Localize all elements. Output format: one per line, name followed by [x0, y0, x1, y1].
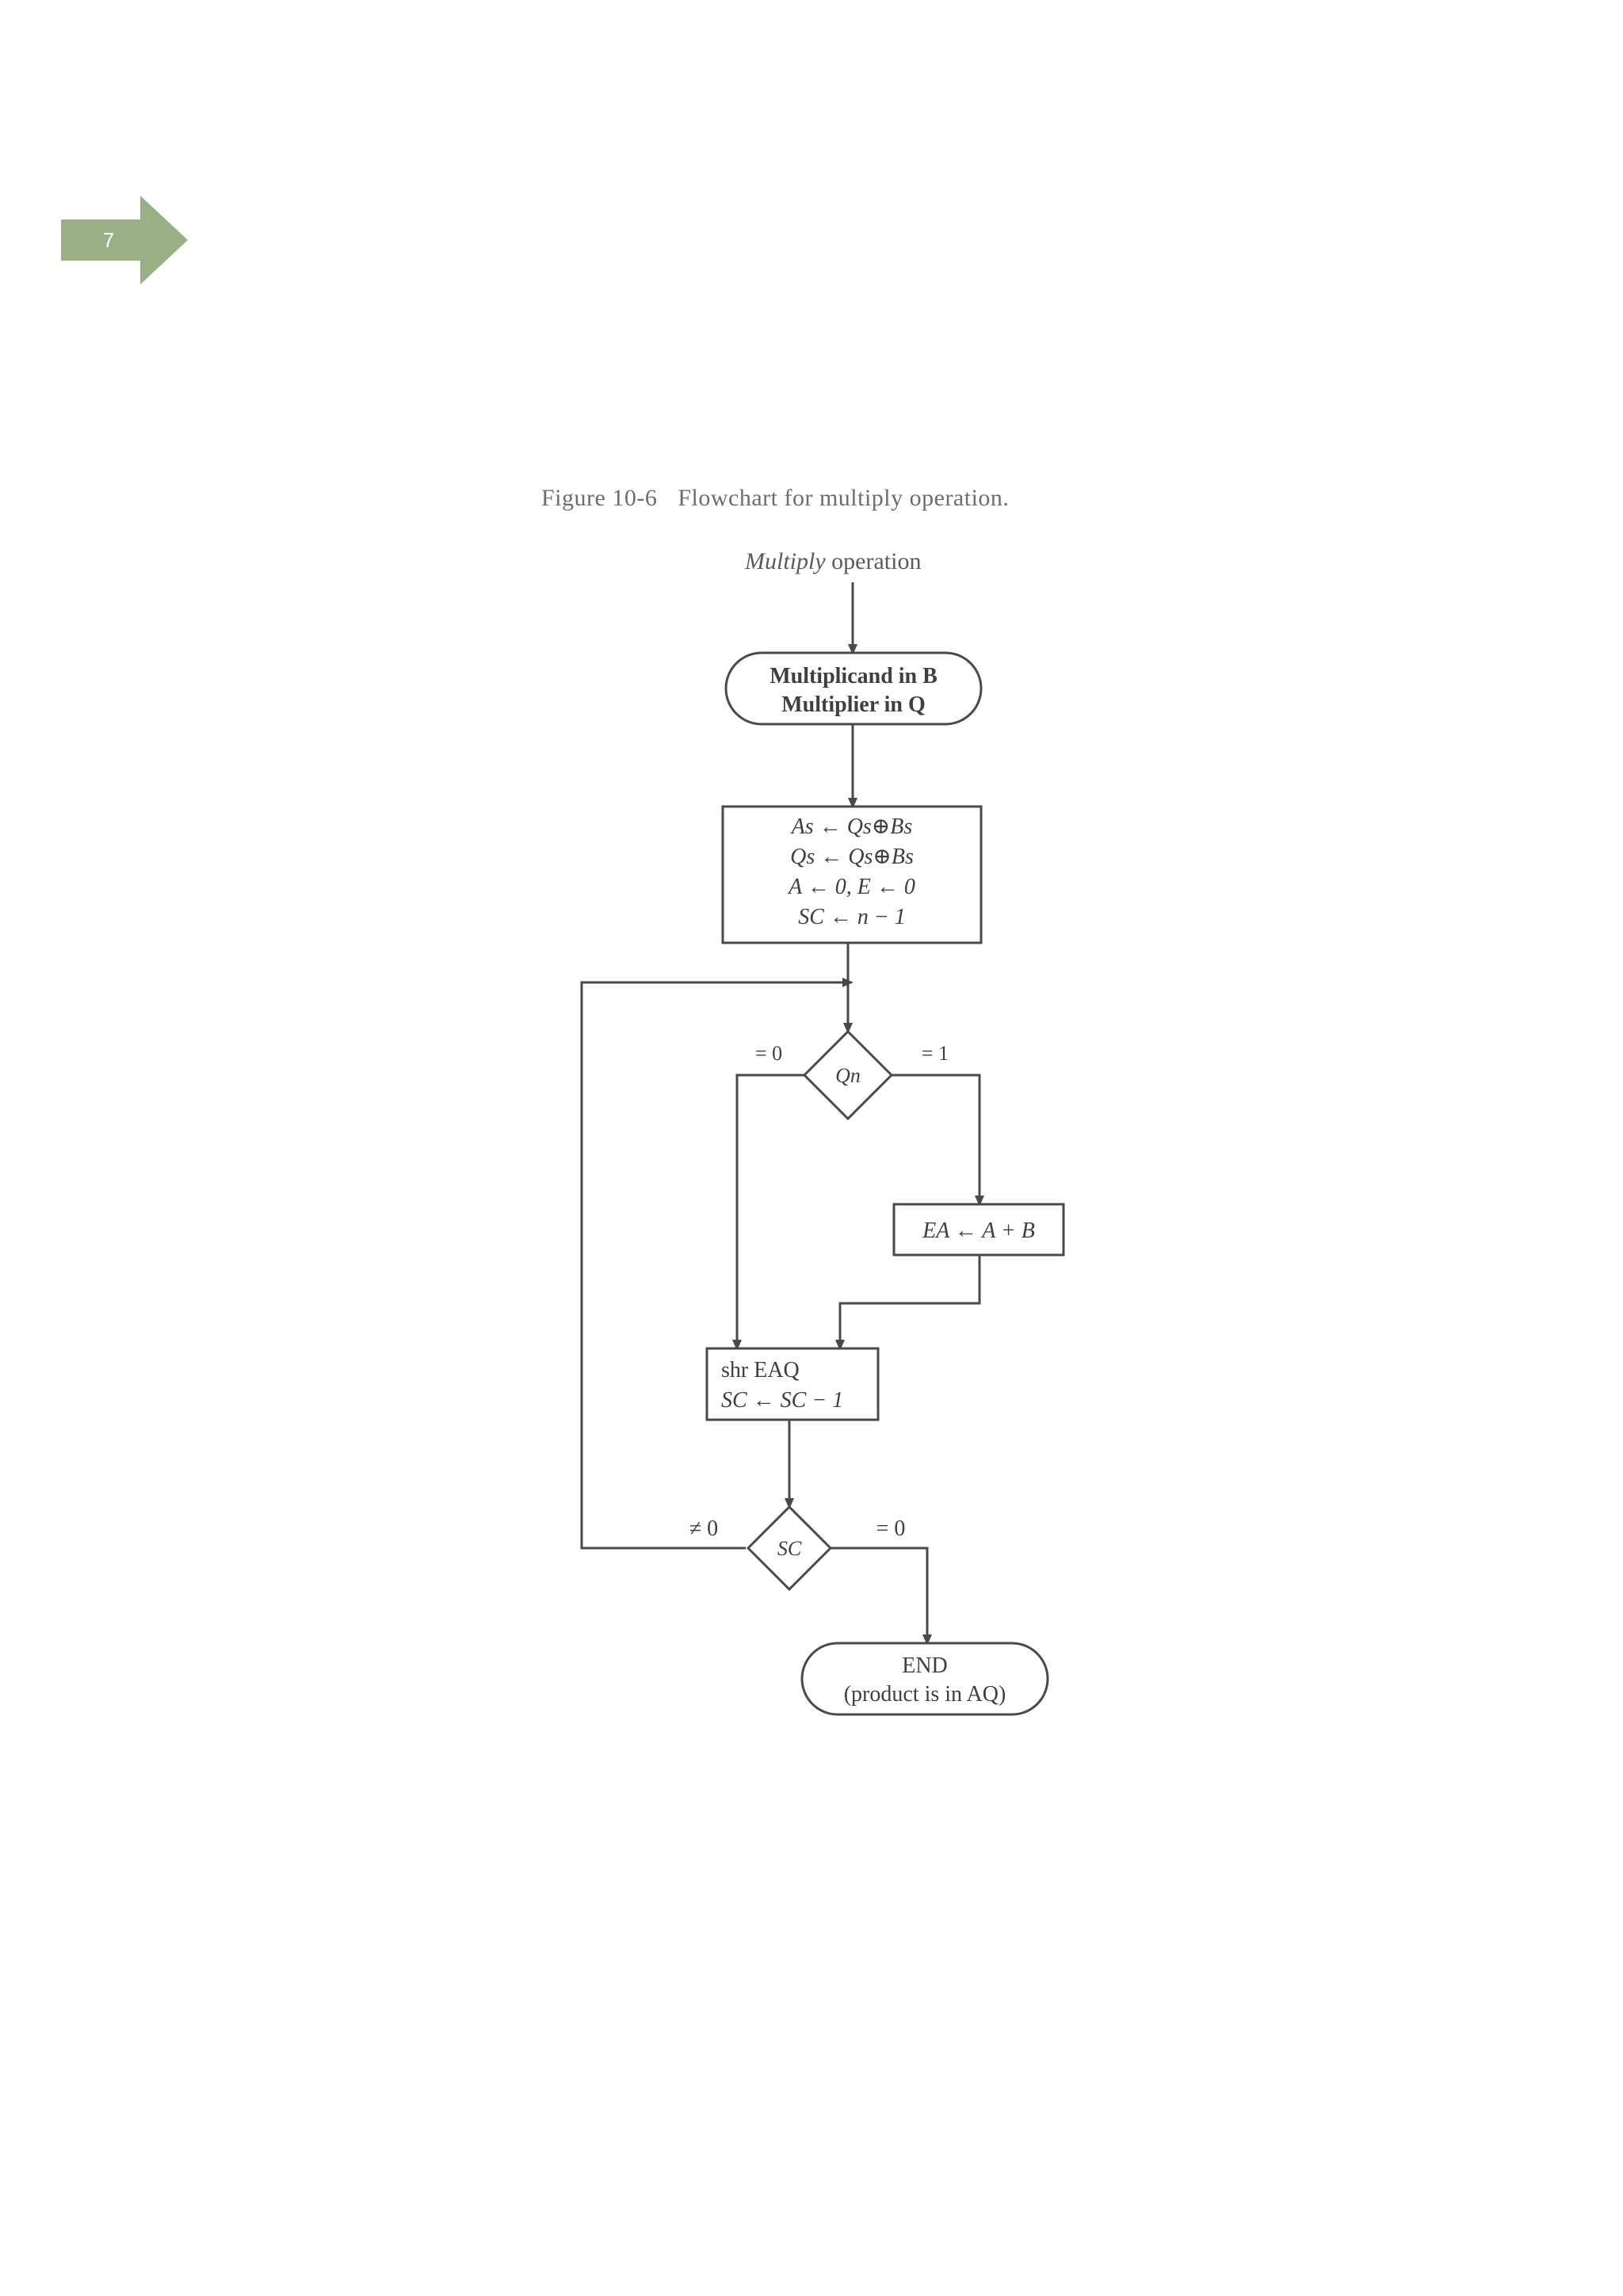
connector-qn-zero: [732, 1074, 804, 1351]
page-number-badge: 7: [61, 196, 188, 284]
connector-qn-one: [892, 1074, 984, 1207]
end-line-2: (product is in AQ): [844, 1682, 1006, 1707]
init-box: [721, 805, 983, 944]
shift-line-2: SC ← SC − 1: [721, 1388, 843, 1413]
decision-qn-label: Qn: [835, 1064, 861, 1087]
decision-sc-right-label: = 0: [876, 1516, 906, 1541]
init-line-3: A ← 0, E ← 0: [787, 875, 915, 899]
decision-sc-label: SC: [777, 1537, 802, 1560]
page-number: 7: [102, 227, 115, 252]
init-line-1: As ← Qs⊕Bs: [790, 814, 913, 839]
decision-qn: [802, 1029, 894, 1121]
decision-sc-left-label: ≠ 0: [689, 1516, 718, 1541]
init-line-2: Qs ← Qs⊕Bs: [790, 845, 914, 869]
init-line-4: SC ← n − 1: [798, 905, 906, 929]
entry-label-rest: operation: [831, 548, 922, 574]
start-line-1: Multiplicand in B: [769, 664, 938, 688]
connector-add-shift: [835, 1255, 981, 1351]
shift-line-1: shr EAQ: [721, 1358, 800, 1383]
entry-label-italic: Multiply: [745, 548, 826, 574]
end-line-1: END: [902, 1653, 948, 1678]
connector-loop-back: [580, 978, 854, 1550]
flowchart-entry-label: Multiply operation: [745, 548, 1006, 575]
figure-caption: Figure 10-6 Flowchart for multiply operat…: [541, 485, 1112, 512]
decision-qn-right-label: = 1: [922, 1042, 949, 1065]
end-terminal: [800, 1642, 1049, 1716]
connector-sc-zero: [831, 1547, 932, 1646]
arrow-right-icon: [61, 196, 188, 284]
add-label: EA ← A + B: [922, 1219, 1035, 1243]
shift-box: [705, 1347, 880, 1421]
start-line-2: Multiplier in Q: [781, 692, 926, 717]
figure-caption-text: Flowchart for multiply operation.: [678, 485, 1010, 511]
add-box: [892, 1203, 1065, 1257]
decision-qn-left-label: = 0: [755, 1042, 782, 1065]
figure-caption-label: Figure 10-6: [541, 485, 658, 511]
decision-sc: [746, 1505, 833, 1592]
